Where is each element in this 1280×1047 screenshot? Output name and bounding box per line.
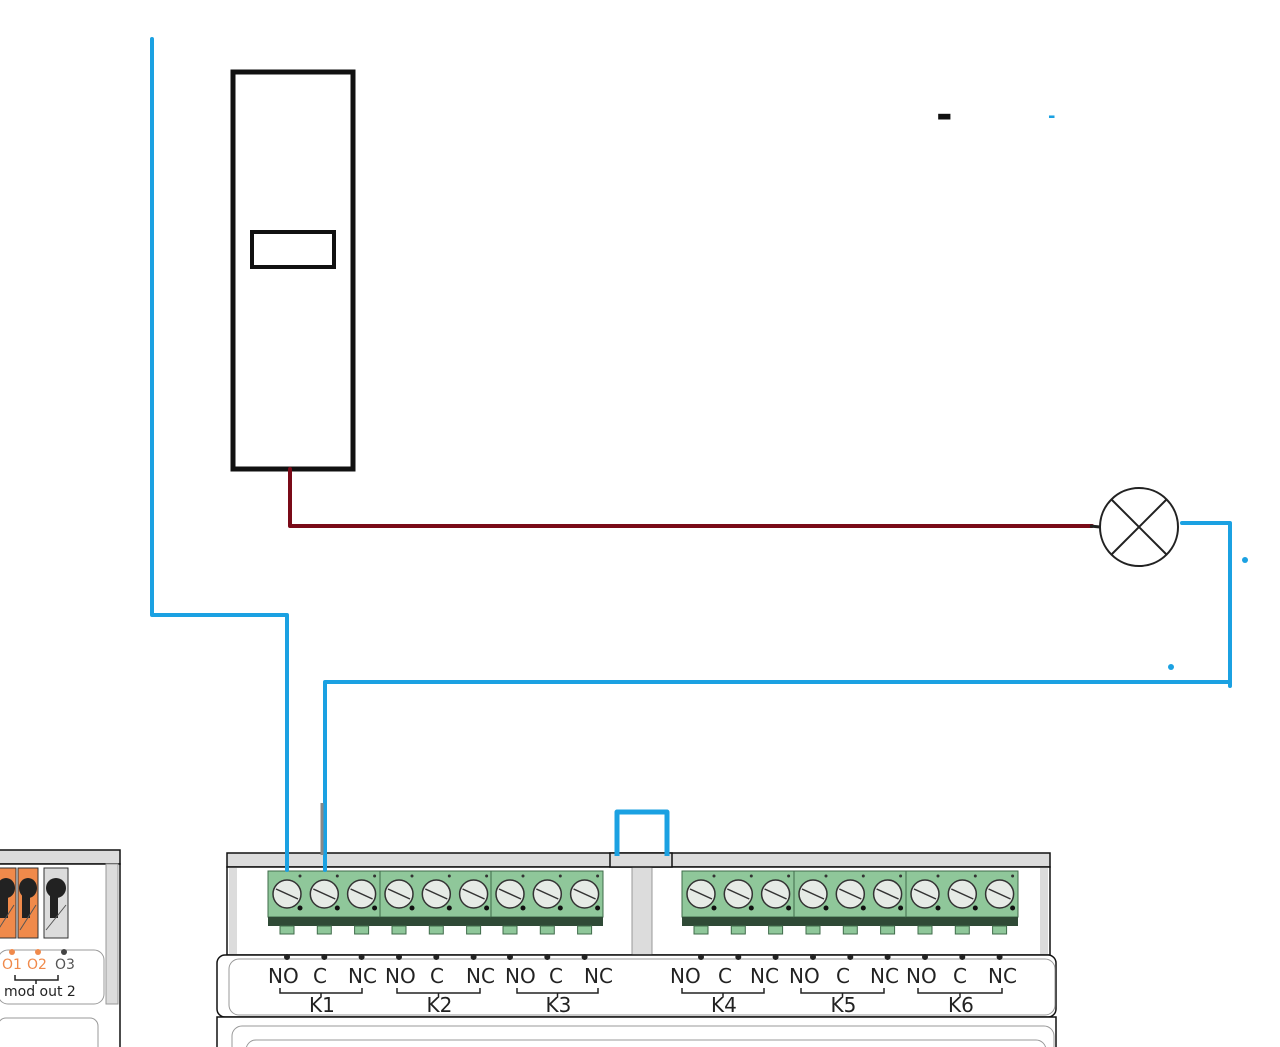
relay-module-lower-inner [231, 1025, 1055, 1047]
left-module-connectors [0, 867, 69, 939]
relay-bracket [681, 988, 765, 997]
breaker-body [230, 69, 356, 472]
relay-bracket [917, 988, 1003, 997]
terminal-label: NO [385, 964, 416, 988]
relay-name-label: K5 [831, 993, 857, 1017]
relay-bracket [396, 988, 481, 997]
terminal-label: NO [906, 964, 937, 988]
terminal-label: NC [870, 964, 899, 988]
output-label-o2: O2 [27, 957, 47, 973]
relay-module-lower-body [216, 1016, 1057, 1047]
terminal-label: C [953, 964, 967, 988]
connector-hatch [0, 904, 15, 928]
output-label-o1: O1 [2, 957, 22, 973]
lamp-icon [1099, 487, 1179, 567]
terminal-block-k4 [681, 870, 795, 960]
relay-bracket [516, 988, 599, 997]
dash-mark-black: - [936, 92, 953, 138]
connector-o3 [43, 867, 69, 939]
relay-bracket [800, 988, 885, 997]
lever-stem [22, 892, 30, 918]
terminal-label: NO [268, 964, 299, 988]
wire-red-breaker-to-lamp [288, 467, 1094, 528]
terminal-label: NC [584, 964, 613, 988]
relay-bracket [279, 988, 363, 997]
wire-red-lamp-lead [1089, 524, 1101, 529]
wire-blue-dot [1168, 664, 1174, 670]
lever-stem [0, 892, 8, 918]
left-module: O1 O2 O3 mod out 2 [0, 849, 121, 1047]
output-dot [61, 949, 67, 955]
left-module-side-strip [105, 863, 119, 1005]
wire-blue-jumper [614, 809, 670, 856]
lever-stem [50, 892, 58, 918]
left-module-label-box [0, 949, 105, 1005]
relay-name-label: K3 [546, 993, 572, 1017]
terminal-label: NC [466, 964, 495, 988]
relay-module: NO C NC K1 NO C NC K2 NO C NC K3 NO C NC K4 NO C NC K5 NO C NC… [216, 852, 1057, 1047]
relay-name-label: K4 [711, 993, 737, 1017]
relay-module-label-inner [228, 958, 1056, 1016]
relay-module-lower-inner-2 [245, 1039, 1047, 1047]
relay-module-center-clip [609, 852, 673, 868]
terminal-label: C [430, 964, 444, 988]
wire-blue-lamp-return [1180, 521, 1232, 688]
output-dot [35, 949, 41, 955]
terminal-label: NC [988, 964, 1017, 988]
terminal-block-k2 [379, 870, 493, 960]
relay-name-label: K6 [948, 993, 974, 1017]
relay-module-center-divider [631, 866, 653, 956]
terminal-label: NO [789, 964, 820, 988]
terminal-block-k5 [793, 870, 907, 960]
terminal-label: C [549, 964, 563, 988]
terminal-label: NC [348, 964, 377, 988]
relay-terminal-blocks [267, 870, 1019, 960]
left-module-lower-panel [0, 1017, 99, 1047]
terminal-label: C [718, 964, 732, 988]
terminal-label: NO [670, 964, 701, 988]
output-dot [9, 949, 15, 955]
left-module-top-rail [0, 849, 121, 865]
terminal-label: C [836, 964, 850, 988]
wires [150, 37, 1248, 872]
output-bracket [14, 975, 59, 984]
output-label-o3: O3 [55, 957, 75, 973]
connector-hatch [19, 904, 37, 931]
relay-module-side-strip-right [1040, 868, 1048, 954]
connector-hatch [45, 904, 67, 931]
module-label: mod out 2 [4, 984, 76, 1000]
terminal-label: NC [750, 964, 779, 988]
wire-blue-dot [1242, 557, 1248, 563]
terminal-label: NO [505, 964, 536, 988]
relay-module-side-strip-left [229, 868, 237, 954]
dash-mark-blue: - [1048, 106, 1055, 127]
terminal-block-k6 [905, 870, 1019, 960]
breaker-toggle [250, 230, 336, 269]
wire-blue-return-to-k1 [323, 680, 1232, 872]
relay-name-label: K2 [427, 993, 453, 1017]
relay-labels: NO C NC K1 NO C NC K2 NO C NC K3 NO C NC K4 NO C NC K5 NO C NC… [268, 964, 1017, 1017]
terminal-label: C [313, 964, 327, 988]
lamp-cross [1111, 499, 1167, 555]
breaker [230, 69, 356, 472]
wire-blue-supply-to-k1 [150, 37, 289, 872]
relay-name-label: K1 [309, 993, 335, 1017]
terminal-block-k3 [490, 870, 604, 960]
